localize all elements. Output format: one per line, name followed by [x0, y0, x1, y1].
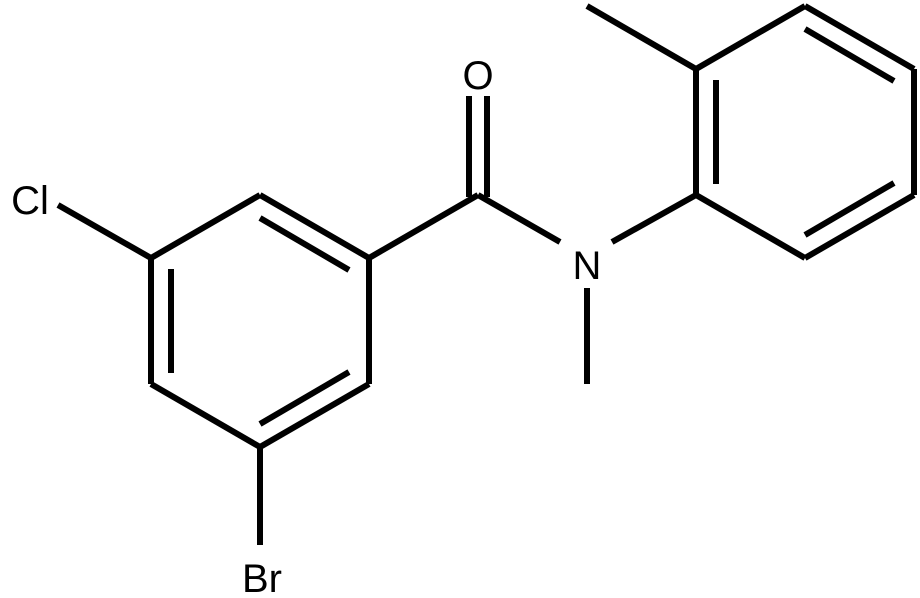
bond-carbonyl-n — [476, 192, 562, 245]
bond-ring1-c2-c3-inner — [258, 369, 351, 427]
bond-ring-carbonyl — [367, 192, 480, 261]
bond-ring1-c6-c1-inner — [258, 215, 351, 273]
bonds — [56, 3, 917, 545]
bond-n-aryl — [610, 192, 698, 245]
bond-ring2-c5-c6-inner — [803, 180, 896, 238]
bond-ring2-c5-c6 — [803, 192, 916, 261]
bond-ring1-c3-c4 — [149, 381, 262, 450]
bond-aryl-methyl — [585, 3, 698, 72]
bond-ring1-c5-c6 — [149, 192, 262, 261]
atom-nitrogen-label: N — [573, 244, 602, 288]
atom-oxygen-label: O — [462, 54, 493, 98]
bond-ring2-c2-c3 — [694, 3, 807, 72]
bond-ring2-c6-c1 — [694, 192, 807, 261]
atom-chlorine-label: Cl — [11, 179, 49, 223]
bond-ring2-c3-c4-inner — [803, 26, 896, 84]
bond-ring1-c2-c3 — [258, 381, 371, 450]
atom-labels: O N Cl Br — [11, 54, 601, 598]
bond-c-cl — [56, 202, 153, 261]
atom-bromine-label: Br — [242, 557, 282, 598]
bond-ring1-c6-c1 — [258, 192, 371, 261]
bond-ring2-c3-c4 — [803, 3, 916, 72]
